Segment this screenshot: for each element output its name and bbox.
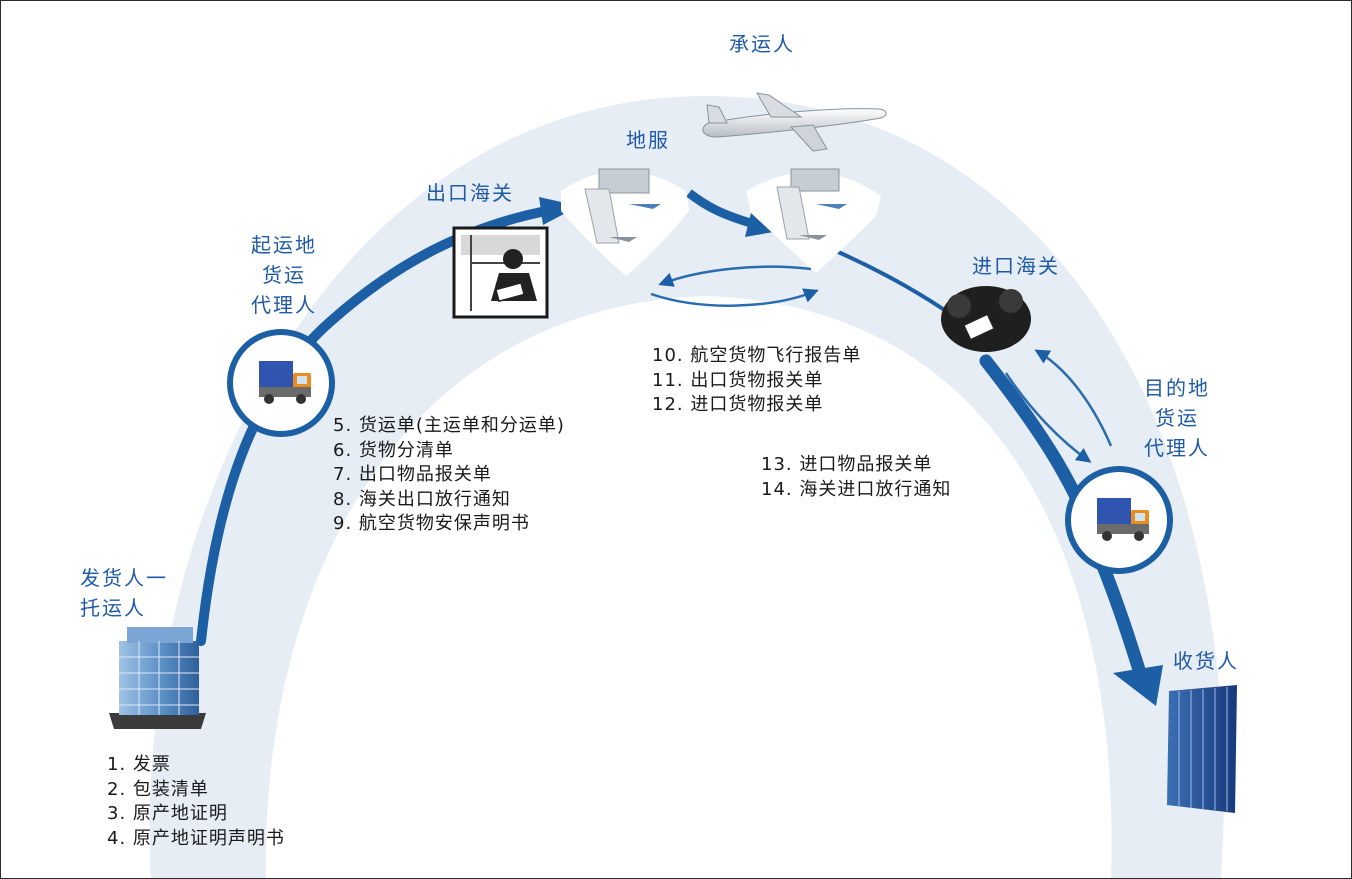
thin-arrow-left — [658, 265, 812, 287]
import-customs-officer-group-icon — [941, 286, 1031, 352]
shipper-documents-list: 1. 发票 2. 包装清单 3. 原产地证明 4. 原产地证明声明书 — [107, 753, 285, 851]
document-item: 3. 原产地证明 — [107, 803, 228, 824]
dest-agent-label-line1: 目的地 — [1144, 376, 1210, 400]
thin-arrow-up — [1034, 349, 1113, 447]
document-item: 5. 货运单(主运单和分运单) — [333, 415, 565, 436]
origin-agent-label-line3: 代理人 — [251, 293, 317, 317]
origin-agent-label-line1: 起运地 — [251, 233, 317, 257]
document-item: 13. 进口物品报关单 — [761, 454, 933, 475]
shipper-label: 发货人一 托运人 — [80, 563, 168, 623]
document-item: 2. 包装清单 — [107, 778, 209, 800]
thin-arrow-down — [1004, 372, 1092, 463]
dest-agent-label-line2: 货运 — [1155, 406, 1199, 430]
origin-agent-truck-icon — [227, 329, 335, 437]
document-item: 9. 航空货物安保声明书 — [333, 513, 530, 534]
consignee-tower-icon — [1167, 685, 1237, 813]
import-documents-list: 13. 进口物品报关单 14. 海关进口放行通知 — [761, 453, 951, 502]
document-item: 1. 发票 — [107, 754, 171, 775]
document-item: 14. 海关进口放行通知 — [761, 478, 952, 500]
document-item: 7. 出口物品报关单 — [333, 464, 492, 485]
document-item: 11. 出口货物报关单 — [652, 369, 824, 391]
consignee-label: 收货人 — [1173, 649, 1239, 673]
flow-arrow-to-import — [835, 249, 948, 313]
shipper-label-line1: 发货人一 — [80, 566, 168, 590]
flow-arrowhead-inbound — [1113, 665, 1163, 706]
import-customs-label: 进口海关 — [972, 254, 1060, 278]
dest-agent-label: 目的地 货运 代理人 — [1144, 373, 1210, 463]
export-customs-label: 出口海关 — [426, 181, 514, 205]
ground-service-label: 地服 — [626, 128, 670, 152]
shipper-label-line2: 托运人 — [80, 596, 146, 620]
document-item: 4. 原产地证明声明书 — [107, 827, 285, 849]
ground-documents-list: 10. 航空货物飞行报告单 11. 出口货物报关单 12. 进口货物报关单 — [652, 344, 861, 418]
export-customs-officer-icon — [452, 226, 549, 319]
document-item: 6. 货物分清单 — [333, 439, 454, 461]
document-item: 10. 航空货物飞行报告单 — [652, 345, 862, 366]
arc-band — [149, 96, 1224, 878]
thin-arrow-right — [650, 288, 819, 307]
ground-service-terminal-icon-2 — [746, 168, 881, 273]
airplane-icon — [702, 92, 887, 152]
dest-agent-label-line3: 代理人 — [1144, 436, 1210, 460]
ground-service-terminal-icon-1 — [561, 168, 689, 276]
origin-agent-label-line2: 货运 — [262, 263, 306, 287]
dest-agent-truck-icon — [1065, 466, 1173, 574]
origin-agent-label: 起运地 货运 代理人 — [251, 230, 317, 320]
document-item: 8. 海关出口放行通知 — [333, 488, 511, 510]
shipper-building-icon — [109, 627, 206, 729]
agent-documents-list: 5. 货运单(主运单和分运单) 6. 货物分清单 7. 出口物品报关单 8. 海… — [333, 414, 565, 537]
carrier-label: 承运人 — [729, 32, 795, 56]
document-item: 12. 进口货物报关单 — [652, 394, 824, 415]
